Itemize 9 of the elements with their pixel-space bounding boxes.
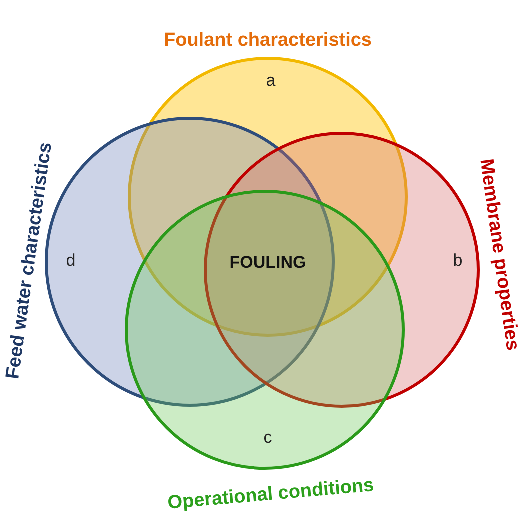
circle-heading: Foulant characteristics	[164, 30, 372, 52]
center-label: FOULING	[230, 253, 306, 273]
circle-letter: c	[264, 428, 272, 448]
circle-heading: Feed water characteristics	[2, 141, 58, 381]
circle-letter: b	[453, 251, 463, 271]
circle-heading: Operational conditions	[166, 475, 376, 514]
circle-letter: a	[266, 71, 276, 91]
circle-letter: d	[66, 251, 76, 271]
circle-heading: Membrane properties	[474, 158, 519, 352]
